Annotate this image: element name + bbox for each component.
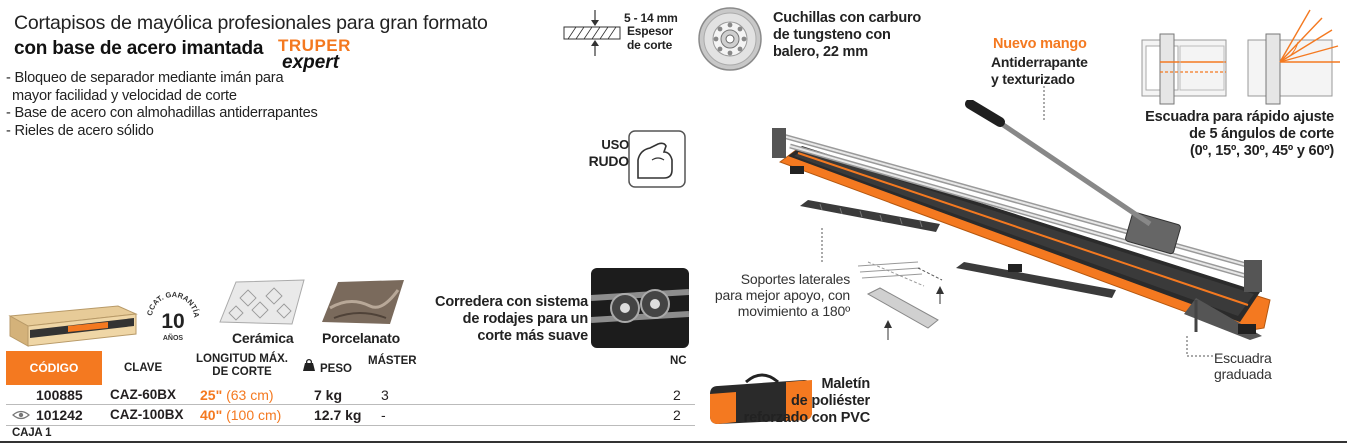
row-weight: 7 kg [314,387,343,403]
bullet-item: mayor facilidad y velocidad de corte [12,87,237,104]
handle-feature: Antiderrapante y texturizado [991,54,1088,88]
bullet-item: - Base de acero con almohadillas antider… [6,105,318,121]
bottom-rule [0,441,1347,443]
material-ceramic: Cerámica [232,330,294,346]
length-header-line-1: LONGITUD MÁX. [196,353,288,365]
usage-line-1: USO [601,137,629,152]
row-length: 25" (63 cm) [200,387,274,403]
product-box-image [8,305,138,347]
usage-line-2: RUDO [588,153,630,169]
eye-icon [12,410,30,420]
row-code: 101242 [36,407,83,423]
graduated-line: graduada [1214,366,1272,382]
row-nc: 2 [673,407,681,423]
page-subtitle: con base de acero imantada [14,38,264,59]
spec-table-header: CÓDIGO CLAVE LONGITUD MÁX. DE CORTE PESO… [6,351,695,385]
handle-line: Antiderrapante [991,54,1088,70]
angle-square-feature: Escuadra para rápido ajuste de 5 ángulos… [1138,109,1334,160]
slide-line: corte más suave [477,328,588,344]
warranty-seal: CCAT. GARANTÍA 10 AÑOS [145,290,201,342]
carry-case-feature: Maletín de poliéster reforzado con PVC [730,376,871,427]
row-code: 100885 [36,387,83,403]
column-header-nc: NC [670,355,687,367]
row-divider [6,404,695,405]
supports-line: para mejor apoyo, con [714,287,850,303]
table-row: 100885 CAZ-60BX 25" (63 cm) 7 kg 3 2 [6,385,695,405]
table-row: 101242 CAZ-100BX 40" (100 cm) 12.7 kg - … [6,405,695,425]
blade-wheel-icon [698,7,762,71]
thickness-label-1: Espesor [627,24,673,38]
case-line: reforzado con PVC [743,410,871,426]
warranty-years: 10 [161,310,184,333]
carry-case-image [710,373,812,424]
bearing-slide-photo [591,268,689,348]
feature-bullets: - Bloqueo de separador mediante imán par… [6,70,318,140]
bullet-item: - Bloqueo de separador mediante imán par… [6,70,284,86]
graduated-leader-line [1186,336,1216,357]
row-master: - [381,407,386,423]
column-header-length: LONGITUD MÁX. DE CORTE [196,353,288,379]
page-title: Cortapisos de mayólica profesionales par… [14,12,488,34]
blade-line: balero, 22 mm [773,44,868,60]
handle-leader-line [1043,86,1045,122]
row-divider [6,425,695,426]
row-master: 3 [381,387,389,403]
column-header-key: CLAVE [124,362,163,374]
blade-feature: Cuchillas con carburo de tungsteno con b… [773,10,921,61]
square-line: de 5 ángulos de corte [1189,126,1334,142]
row-key: CAZ-60BX [110,387,177,402]
side-support-feature: Soportes laterales para mejor apoyo, con… [690,271,850,319]
row-key: CAZ-100BX [110,407,184,422]
column-header-code: CÓDIGO [6,351,102,385]
brand-logo: TRUPER expert [272,34,364,74]
row-nc: 2 [673,387,681,403]
warranty-unit: AÑOS [163,333,184,342]
column-header-weight: PESO [320,363,352,375]
handle-title: Nuevo mango [993,36,1087,52]
row-length-inches: 40" [200,407,223,423]
heavy-duty-arm-icon [628,130,686,188]
slide-feature: Corredera con sistema de rodajes para un… [420,294,588,345]
blade-line: Cuchillas con carburo [773,10,922,26]
row-length: 40" (100 cm) [200,407,281,423]
bullet-item: - Rieles de acero sólido [6,122,154,139]
row-length-cm: (100 cm) [226,407,282,423]
tile-cutter-illustration [772,100,1271,340]
box-count: CAJA 1 [12,427,52,439]
graduated-square-feature: Escuadra graduada [1214,350,1272,382]
thickness-range: 5 - 14 mm [624,11,678,25]
square-line: Escuadra para rápido ajuste [1145,109,1334,125]
angle-square-diagram [1141,9,1340,105]
row-weight: 12.7 kg [314,407,362,423]
supports-leader-line [821,228,823,262]
ceramic-swatch-image [219,279,305,325]
row-length-cm: (63 cm) [226,387,274,403]
porcelain-swatch-image [322,280,404,324]
brand-line-1: TRUPER [278,36,351,55]
material-porcelain: Porcelanato [322,330,400,346]
weight-icon [303,358,315,371]
supports-line: movimiento a 180º [737,303,850,319]
slide-line: de rodajes para un [462,311,589,327]
square-line: (0º, 15º, 30º, 45º y 60º) [1189,143,1334,159]
cut-thickness-icon [563,10,621,56]
side-support-diagram [858,261,944,340]
thickness-label-2: de corte [627,38,673,52]
row-length-inches: 25" [200,387,223,403]
case-line: de poliéster [791,393,870,409]
brand-line-2: expert [282,52,340,73]
blade-line: de tungsteno con [773,27,891,43]
column-header-master: MÁSTER [368,355,417,367]
supports-line: Soportes laterales [740,271,850,287]
length-header-line-2: DE CORTE [212,366,272,378]
graduated-line: Escuadra [1214,350,1272,366]
slide-line: Corredera con sistema [435,294,588,310]
case-line: Maletín [821,376,870,392]
handle-line: y texturizado [991,71,1075,87]
